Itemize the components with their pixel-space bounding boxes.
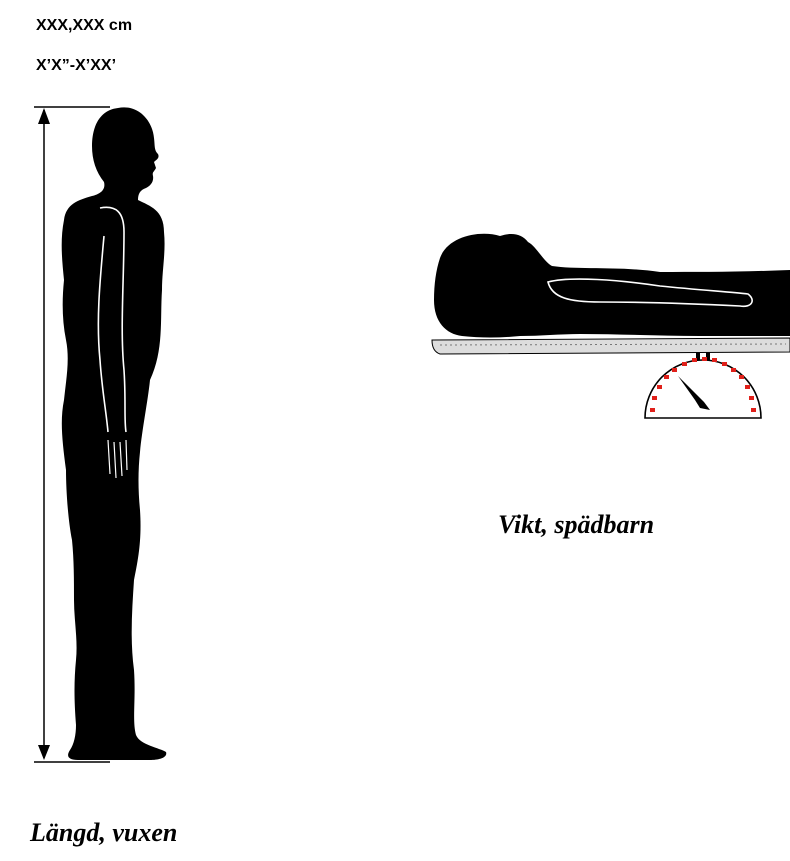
caption-adult-height: Längd, vuxen [30,818,177,848]
caption-infant-weight: Vikt, spädbarn [498,510,654,540]
infant-on-scale [432,234,790,418]
adult-silhouette [62,107,167,760]
